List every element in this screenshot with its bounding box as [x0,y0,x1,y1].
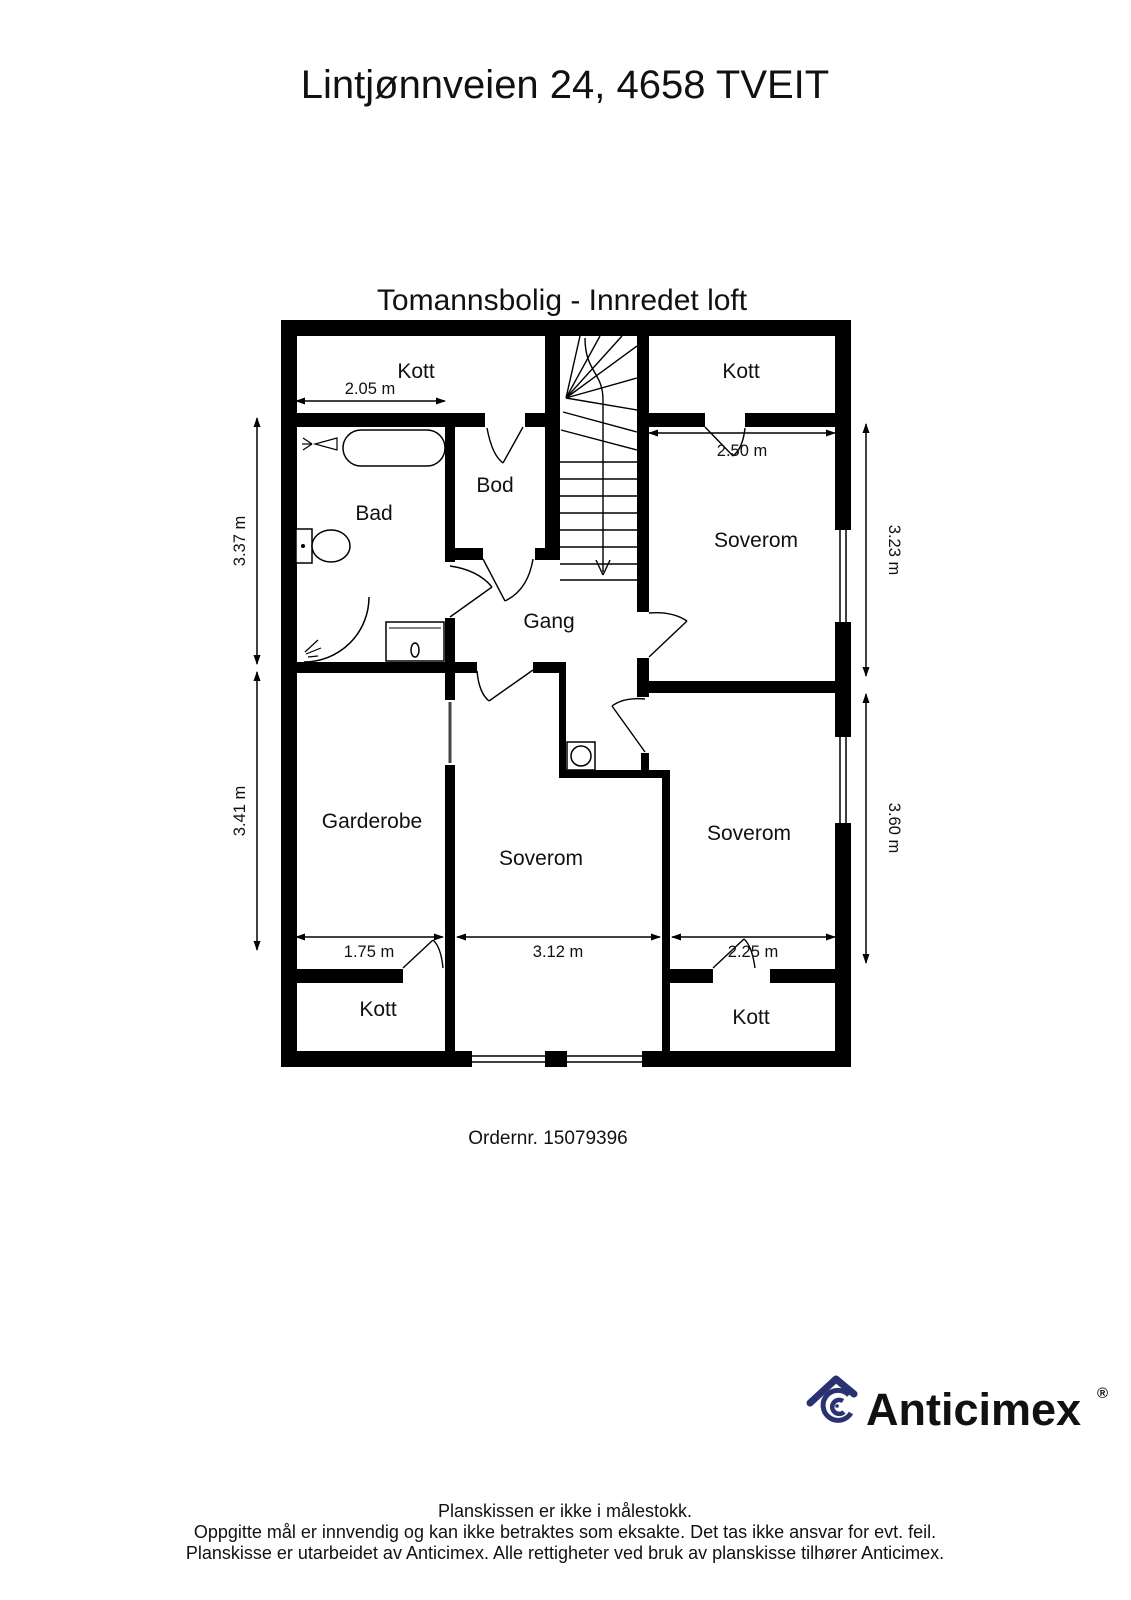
measure-soverom-tr-height: 3.23 m [885,525,903,575]
room-label-soverom-bottom-right: Soverom [707,822,791,845]
order-number: Ordernr. 15079396 [468,1128,628,1149]
wall [296,413,485,427]
wall [649,413,705,427]
measure-garderobe-width: 1.75 m [344,943,394,961]
wall-mid-left [281,662,477,673]
wall-kott-br [770,969,836,983]
bathtub [342,429,446,467]
wall [445,673,455,700]
corner-shower [303,596,370,663]
wall [662,773,670,1052]
window-soverom-tr [835,530,851,622]
window-bottom-right [567,1051,642,1067]
door-gang-soverom-center [476,669,534,702]
door-kott-bod [486,426,524,464]
staircase [560,335,638,581]
wall-nook-bottom [559,770,670,778]
measure-soverom-center-width: 3.12 m [533,943,583,961]
wall-nook-left [559,662,566,778]
wall [451,548,483,560]
footer: Planskissen er ikke i målestokk. Oppgitt… [186,1501,944,1563]
window-soverom-br [835,737,851,823]
outer-walls [281,320,851,1067]
wall [535,548,560,560]
wall-kott-br [670,969,713,983]
measure-bad-width: 2.05 m [345,380,395,398]
door-gang-soverom-br [611,697,646,753]
room-label-kott-bottom-left: Kott [359,998,397,1021]
header: Lintjønnveien 24, 4658 TVEIT Tomannsboli… [301,63,829,317]
wall [533,662,566,673]
footer-line-1: Planskissen er ikke i målestokk. [438,1501,692,1521]
wall-soverom-divider [649,681,836,693]
anticimex-house-swirl-icon [806,1375,858,1423]
stair-walk-line [584,337,604,572]
door-garderobe-kott [402,939,444,969]
measure-bad-height: 3.37 m [231,516,249,566]
wall-outer-left [281,320,297,1067]
room-label-bad: Bad [355,502,392,525]
wall [445,618,455,673]
wall-outer-top [281,320,851,336]
interior-walls [281,334,836,1052]
windows [472,530,851,1067]
wall-outer-right [835,320,851,1067]
room-label-bod: Bod [476,474,513,497]
measure-soverom-br-width: 2.25 m [728,943,778,961]
measure-labels: 2.05 m 2.50 m 1.75 m 3.12 m 2.25 m 3.37 … [231,380,903,961]
sink [385,621,445,662]
measure-soverom-br-height: 3.60 m [885,803,903,853]
fixtures [295,429,596,771]
door-bod-gang [482,558,534,602]
wall [641,753,649,778]
window-bottom-left [472,1051,545,1067]
room-label-gang: Gang [523,610,574,633]
wall [637,658,649,697]
wall-outer-bottom [281,1051,851,1067]
plan-title: Tomannsbolig - Innredet loft [377,284,748,317]
room-label-kott-bottom-right: Kott [732,1006,770,1029]
wall-stair-right [637,334,649,612]
wall-garderobe-right [445,765,455,1052]
page-title: Lintjønnveien 24, 4658 TVEIT [301,63,829,107]
footer-line-2: Oppgitte mål er innvendig og kan ikke be… [194,1522,936,1542]
registered-trademark: ® [1097,1385,1108,1402]
room-label-garderobe: Garderobe [322,810,422,833]
doors [402,426,756,969]
wall [745,413,836,427]
door-bad-gang [449,565,493,618]
wall-kott-bl [296,969,403,983]
room-label-kott-top-left: Kott [397,360,435,383]
wall-stair-left [545,334,560,560]
toilet [295,528,351,564]
shower-head-icon [302,437,338,451]
room-label-kott-top-right: Kott [722,360,760,383]
measure-arrows [253,397,870,964]
measure-garderobe-height: 3.41 m [231,786,249,836]
chimney [566,741,596,771]
door-gang-soverom-tr [648,611,688,658]
room-label-soverom-top-right: Soverom [714,529,798,552]
wall-bad-bod [445,427,455,562]
room-labels: Kott Kott Bod Bad Gang Soverom Garderobe… [322,360,798,1029]
logo: Anticimex ® [806,1375,1108,1435]
room-label-soverom-center: Soverom [499,847,583,870]
logo-brand-text: Anticimex [866,1384,1081,1435]
measure-soverom-tr-width: 2.50 m [717,442,767,460]
footer-line-3: Planskisse er utarbeidet av Anticimex. A… [186,1543,944,1563]
